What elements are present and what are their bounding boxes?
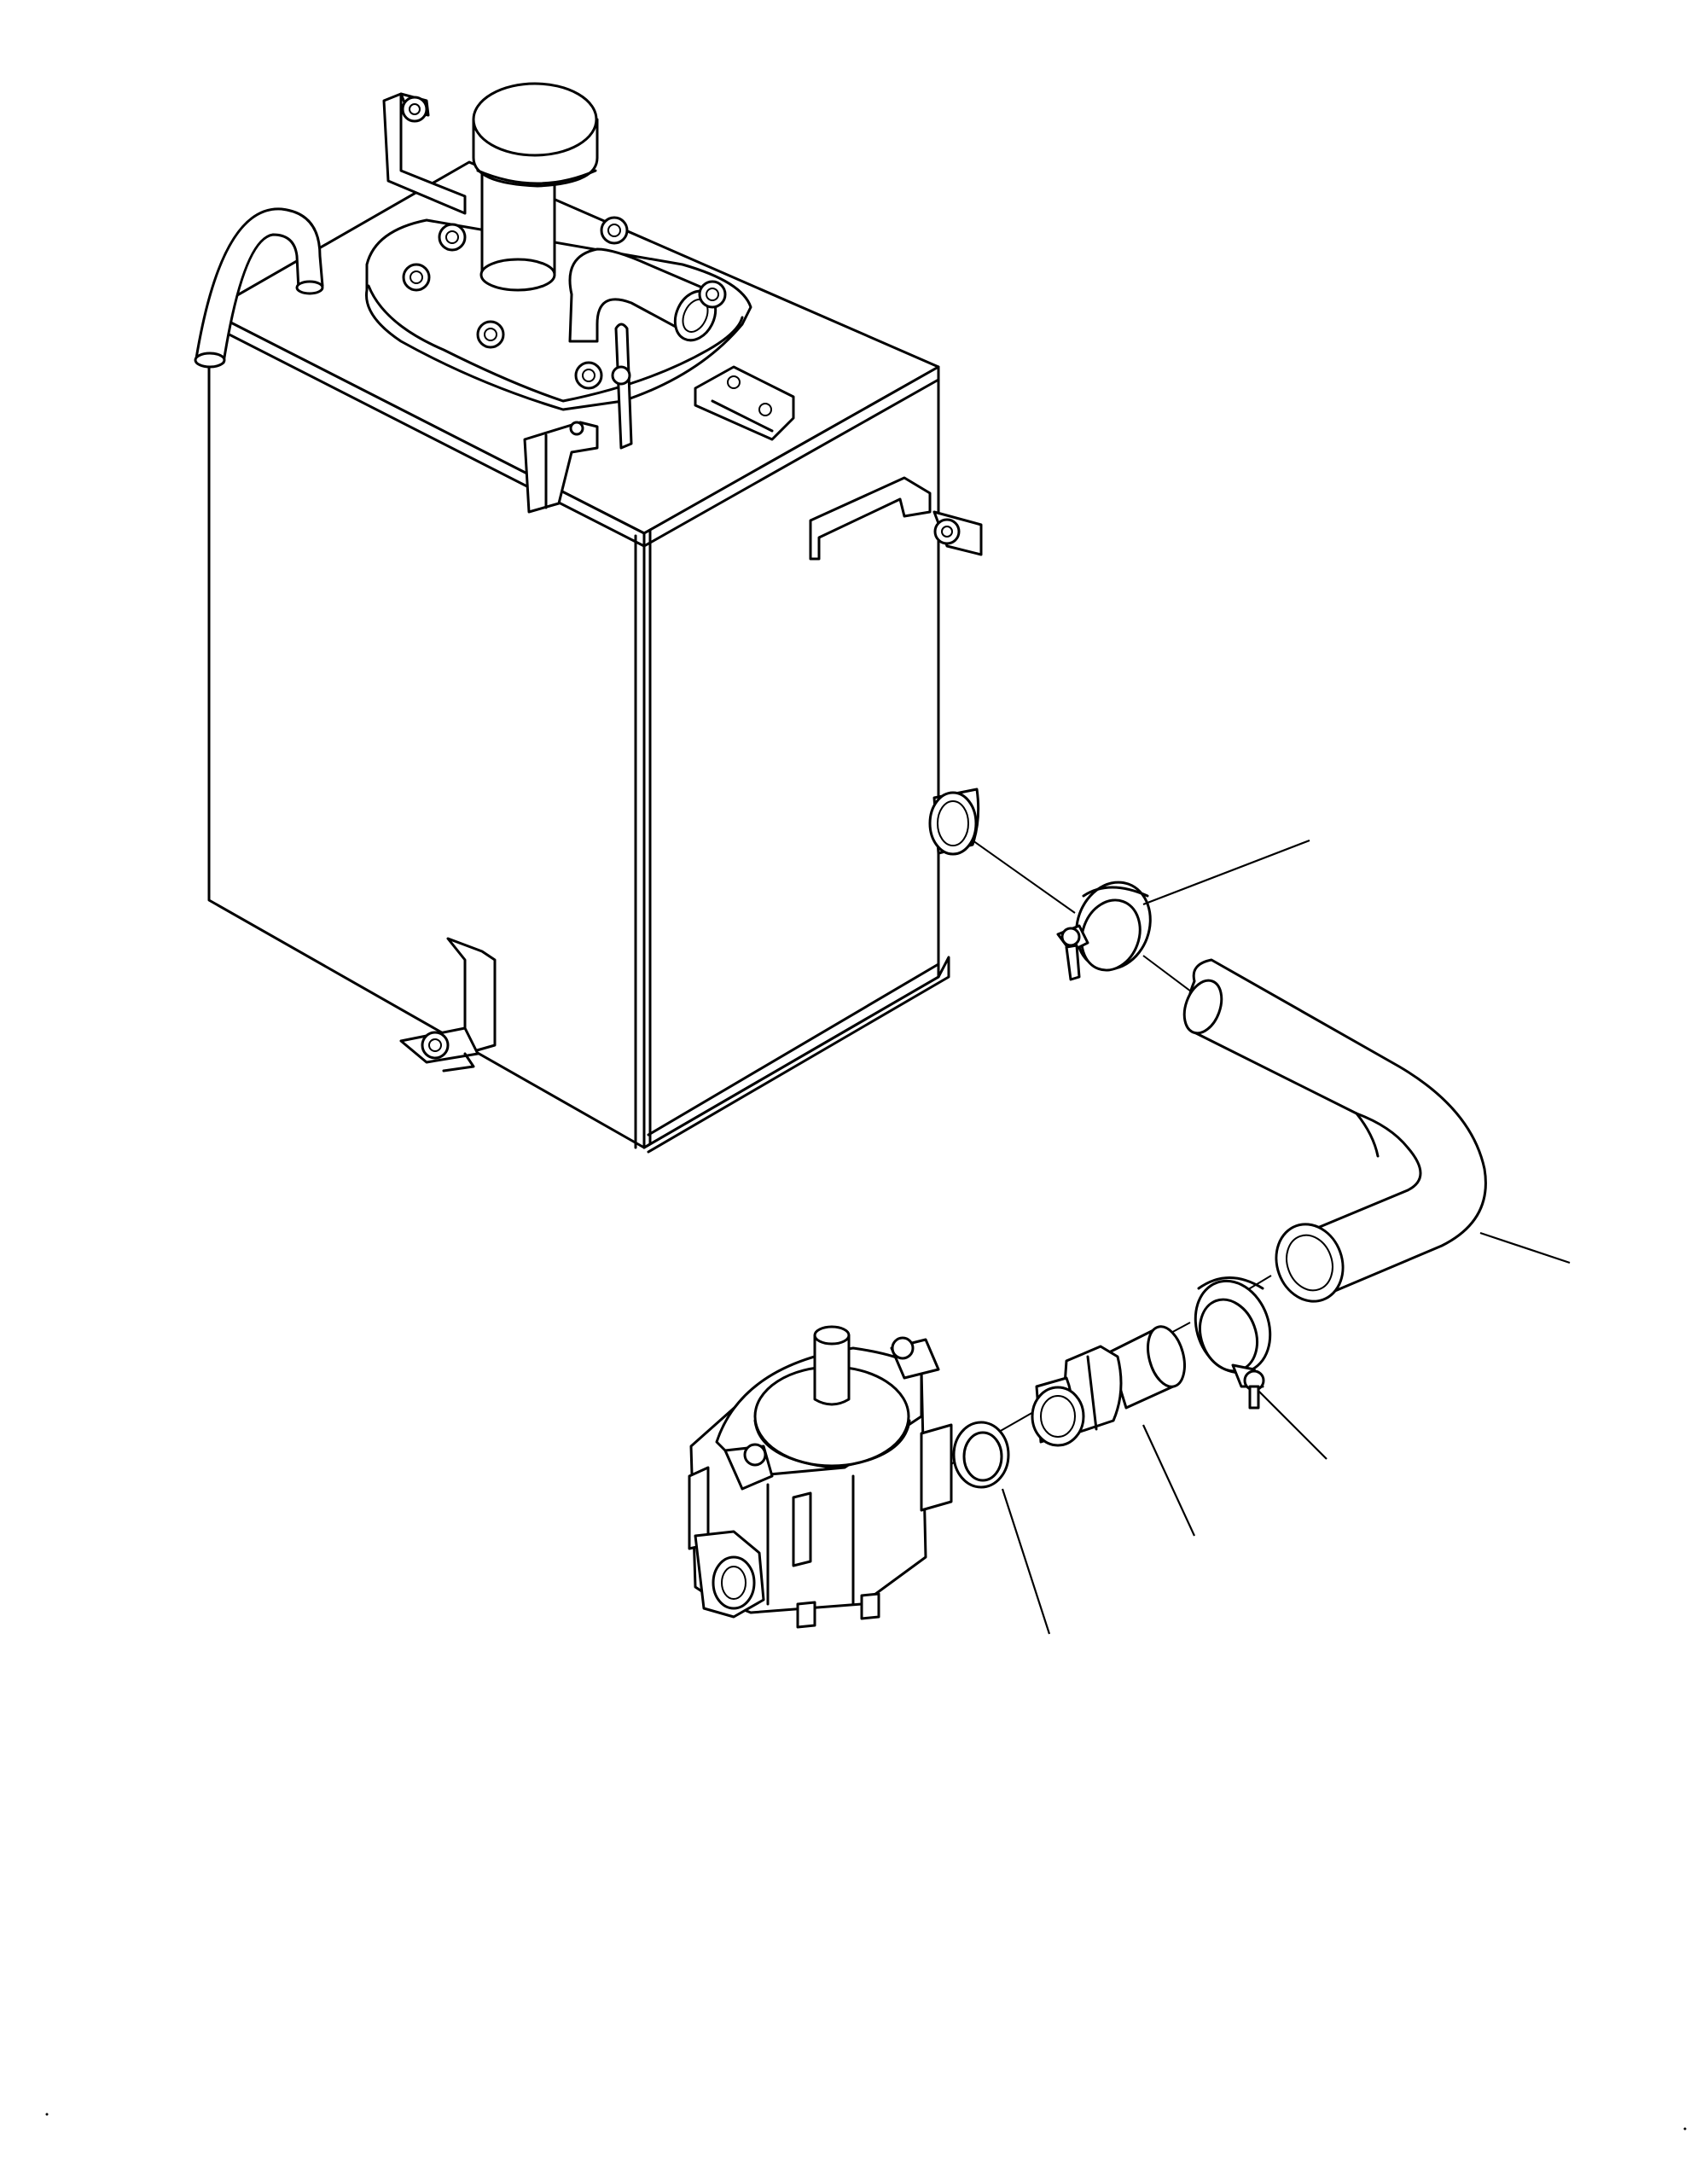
mount-bracket [523,421,599,514]
hydraulic-tank [194,82,983,1154]
leader-line [1258,1390,1327,1460]
leader-line [1479,1231,1571,1264]
cover-bolt-icon [402,216,727,390]
hydraulic-pump [688,1325,953,1629]
mount-bracket [446,937,497,1055]
leader-line [1142,839,1310,906]
lower-hose-clamp [1194,1276,1272,1410]
leader-line [1142,1424,1195,1537]
upper-hose-clamp [1056,881,1152,981]
leader-lines [1001,839,1571,1635]
scan-speck [45,2113,49,2116]
hose-fitting [1031,1325,1186,1447]
mount-bracket [694,365,795,441]
leader-line [1001,1488,1051,1635]
o-ring [952,1421,1010,1489]
suction-hose [1182,958,1487,1303]
mount-bracket [809,476,932,561]
assembly-axis-line [972,840,1195,995]
scan-speck [1683,2127,1687,2131]
breather-pipe [614,323,633,450]
overflow-hose [195,207,324,364]
return-elbow [568,247,710,343]
